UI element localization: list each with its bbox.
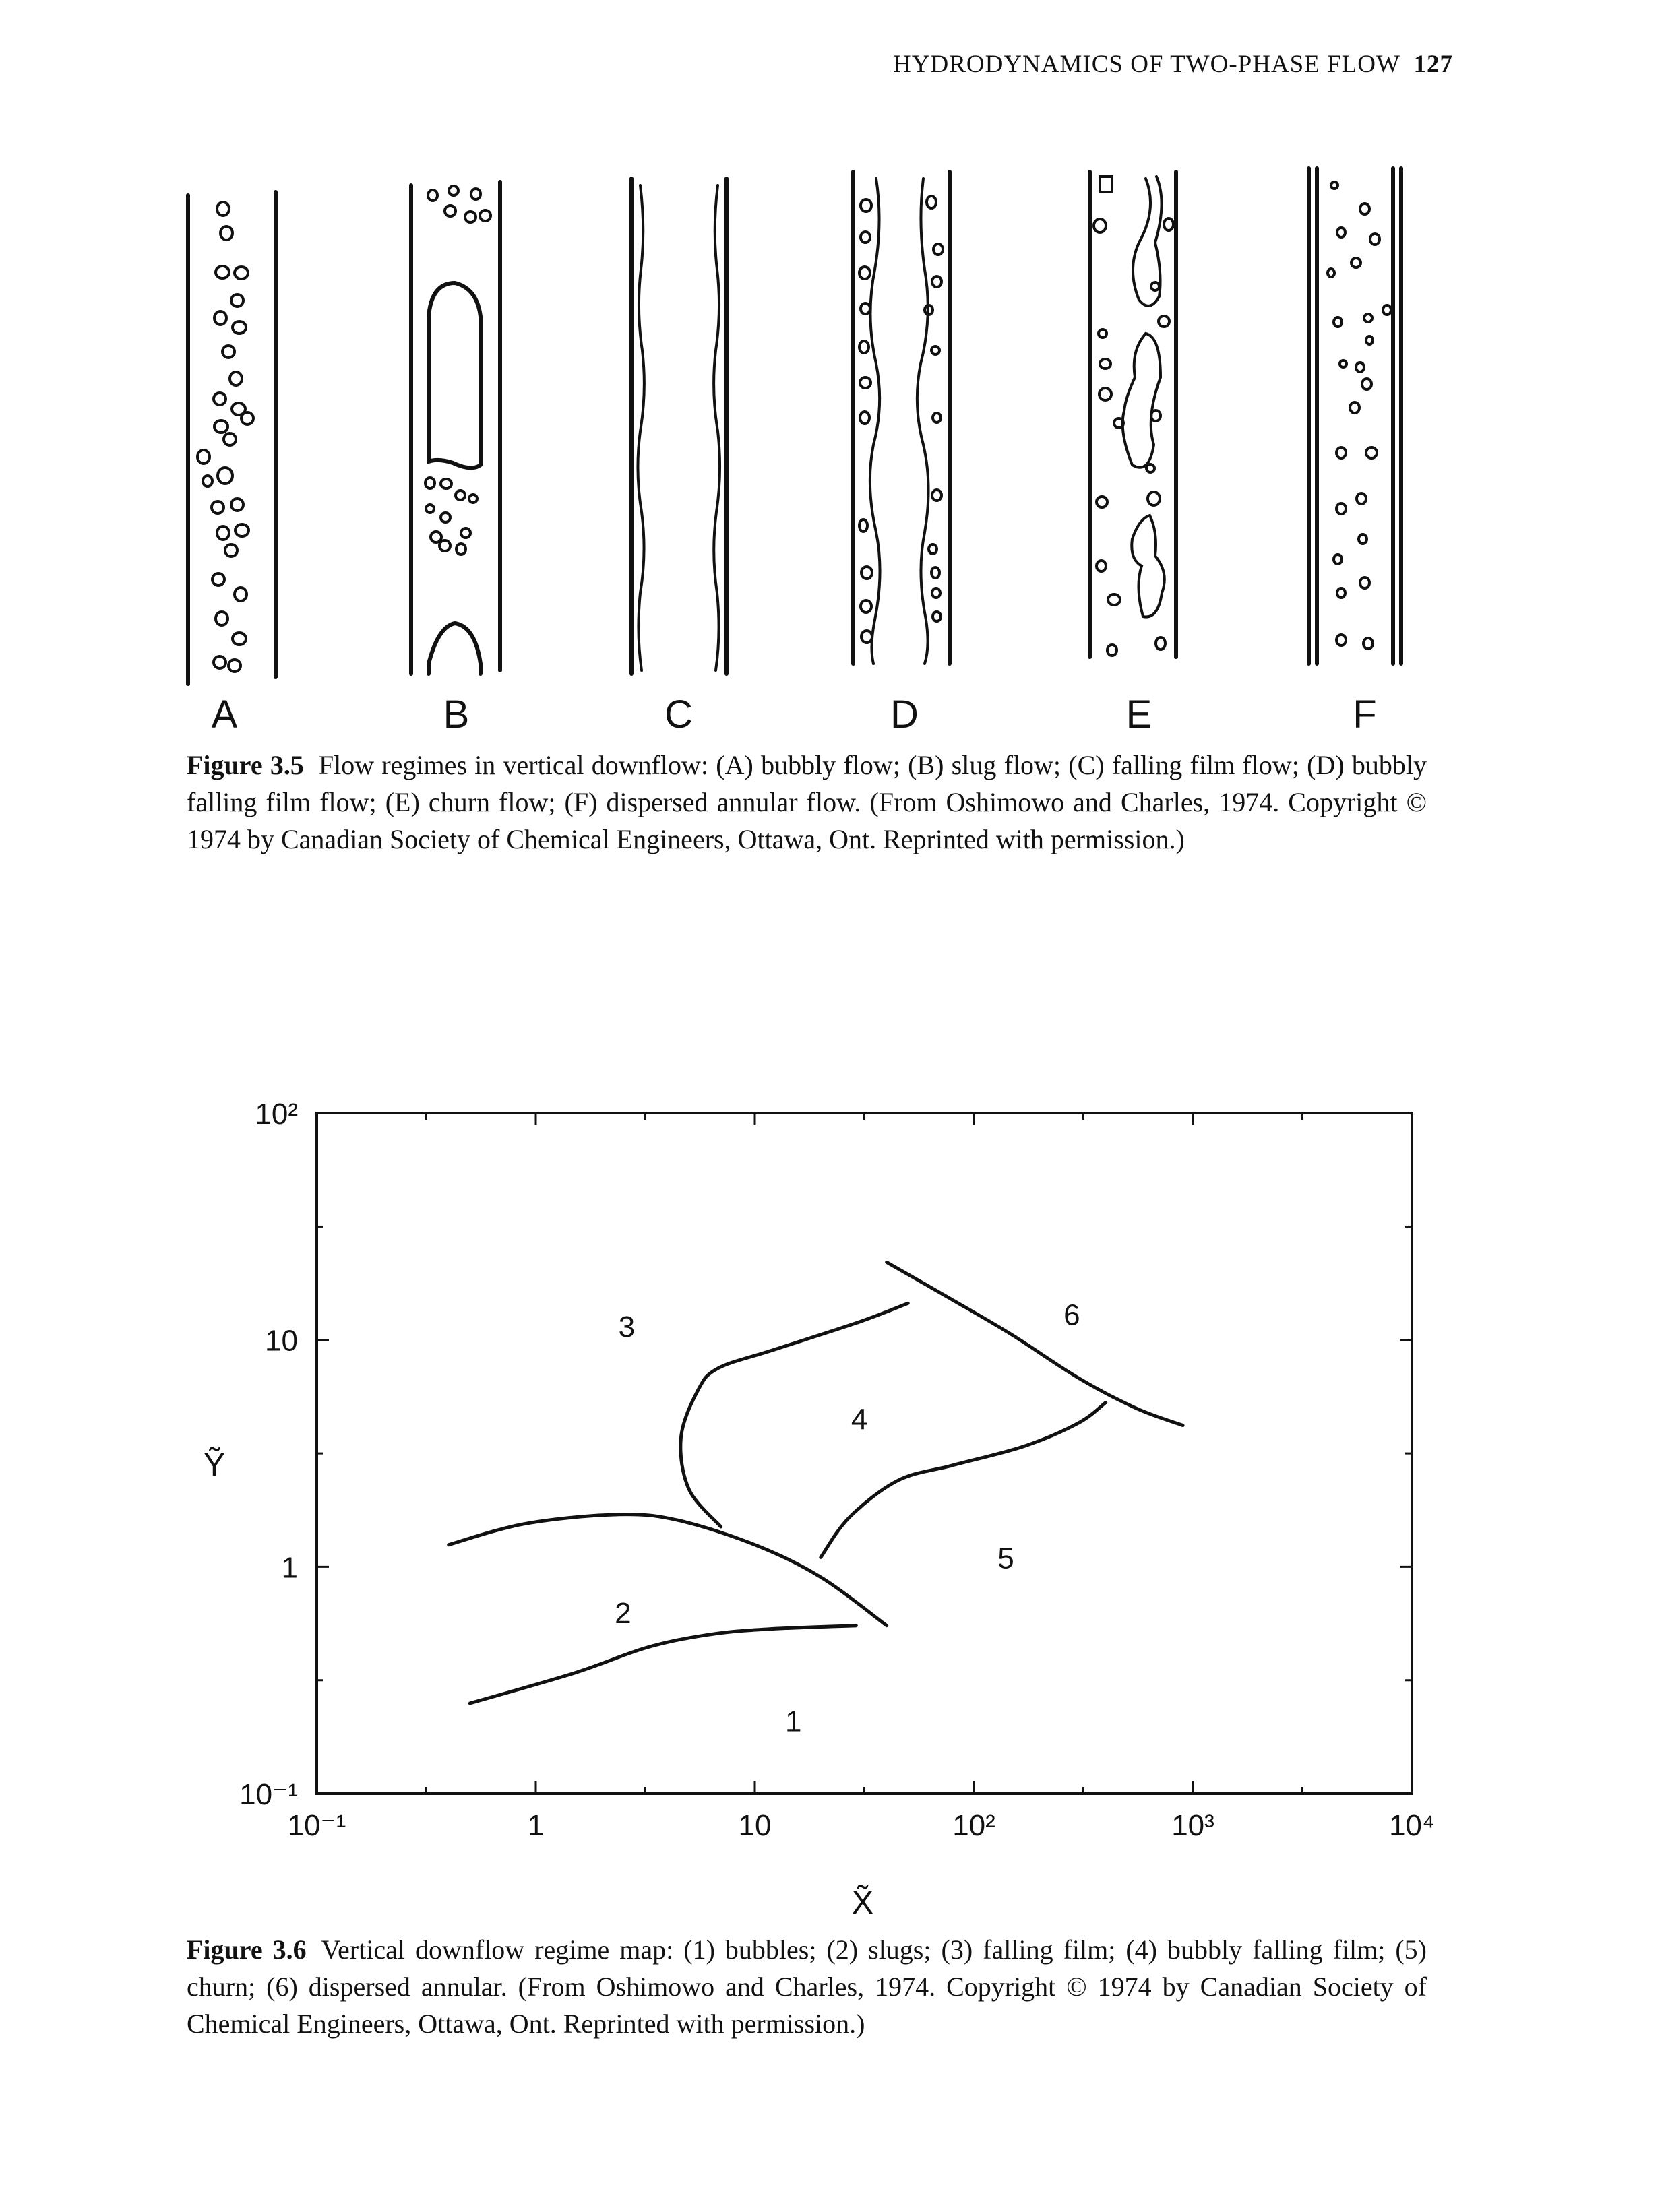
region-labels: 1 2 3 4 5 6 — [615, 1298, 1080, 1738]
figure-3-6-caption-label: Figure 3.6 — [187, 1934, 307, 1965]
panel-label-b: B — [443, 693, 470, 736]
figure-3-5-caption-text: Flow regimes in vertical downflow: (A) b… — [187, 750, 1427, 854]
panel-d-bubbles — [858, 195, 944, 644]
region-label-1: 1 — [785, 1705, 801, 1738]
figure-3-5-caption-label: Figure 3.5 — [187, 750, 304, 780]
panel-f-droplets — [1326, 181, 1392, 650]
regime-boundaries — [447, 1260, 1185, 1705]
x-tick-label: 10⁴ — [1389, 1809, 1435, 1842]
figure-3-5: A B C D E F — [186, 166, 1403, 736]
y-tick-label: 1 — [282, 1551, 298, 1584]
page-number: 127 — [1413, 51, 1453, 78]
boundary-curve-3 — [679, 1301, 910, 1529]
panel-a-bubbles — [196, 201, 255, 673]
axis-ticks — [315, 1112, 1413, 1795]
running-head-title: HYDRODYNAMICS OF TWO-PHASE FLOW — [893, 51, 1400, 78]
x-tick-label: 1 — [528, 1809, 544, 1842]
panel-b-slug-nose — [427, 621, 483, 676]
figure-3-6-caption-text: Vertical downflow regime map: (1) bubble… — [187, 1934, 1427, 2039]
region-label-4: 4 — [851, 1403, 867, 1436]
region-label-3: 3 — [619, 1310, 635, 1344]
panel-label-c: C — [665, 693, 693, 736]
panel-a-tube — [186, 190, 278, 686]
panel-c-film-left — [636, 184, 646, 672]
panel-b-tube — [409, 180, 502, 676]
y-tick-label: 10 — [265, 1325, 298, 1358]
region-label-5: 5 — [997, 1542, 1014, 1575]
plot-frame — [315, 1112, 1413, 1795]
x-tick-label: 10² — [952, 1809, 995, 1842]
panel-d-tube — [851, 170, 952, 666]
panel-label-e: E — [1126, 693, 1152, 736]
panel-e-gas-pockets — [1092, 175, 1175, 657]
panel-b-taylor-bubble — [427, 280, 483, 470]
panel-e-tube — [1088, 170, 1178, 659]
x-axis-label: X̃ — [852, 1885, 873, 1921]
boundary-curve-1 — [468, 1624, 858, 1705]
region-label-6: 6 — [1063, 1298, 1080, 1331]
panel-b-bubbles — [424, 185, 492, 556]
y-tick-label: 10² — [255, 1098, 298, 1131]
running-head: HYDRODYNAMICS OF TWO-PHASE FLOW 127 — [893, 50, 1453, 79]
panel-d-film-left — [868, 177, 882, 665]
x-tick-label: 10⁻¹ — [288, 1809, 346, 1842]
x-tick-label: 10 — [739, 1809, 772, 1842]
panel-label-d: D — [890, 693, 919, 736]
boundary-curve-4 — [819, 1401, 1108, 1559]
x-tick-label: 10³ — [1171, 1809, 1214, 1842]
boundary-curve-5 — [885, 1260, 1185, 1427]
panel-c-tube — [629, 177, 729, 676]
panel-label-f: F — [1353, 693, 1376, 736]
figure-3-6-chart: 10⁻¹ 1 10 10² 10³ 10⁴ 10⁻¹ 1 10 10² 1 2 3 4 5 6 X̃ Ỹ — [204, 1098, 1435, 1921]
panel-label-a: A — [212, 693, 238, 736]
boundary-curve-2 — [447, 1513, 889, 1628]
panel-c-film-right — [712, 184, 722, 672]
region-label-2: 2 — [615, 1597, 631, 1630]
panel-f-tube — [1307, 166, 1403, 666]
tick-labels: 10⁻¹ 1 10 10² 10³ 10⁴ 10⁻¹ 1 10 10² — [239, 1098, 1435, 1842]
panel-d-film-right — [915, 177, 930, 665]
y-axis-label: Ỹ — [204, 1447, 225, 1483]
y-tick-label: 10⁻¹ — [239, 1778, 298, 1811]
